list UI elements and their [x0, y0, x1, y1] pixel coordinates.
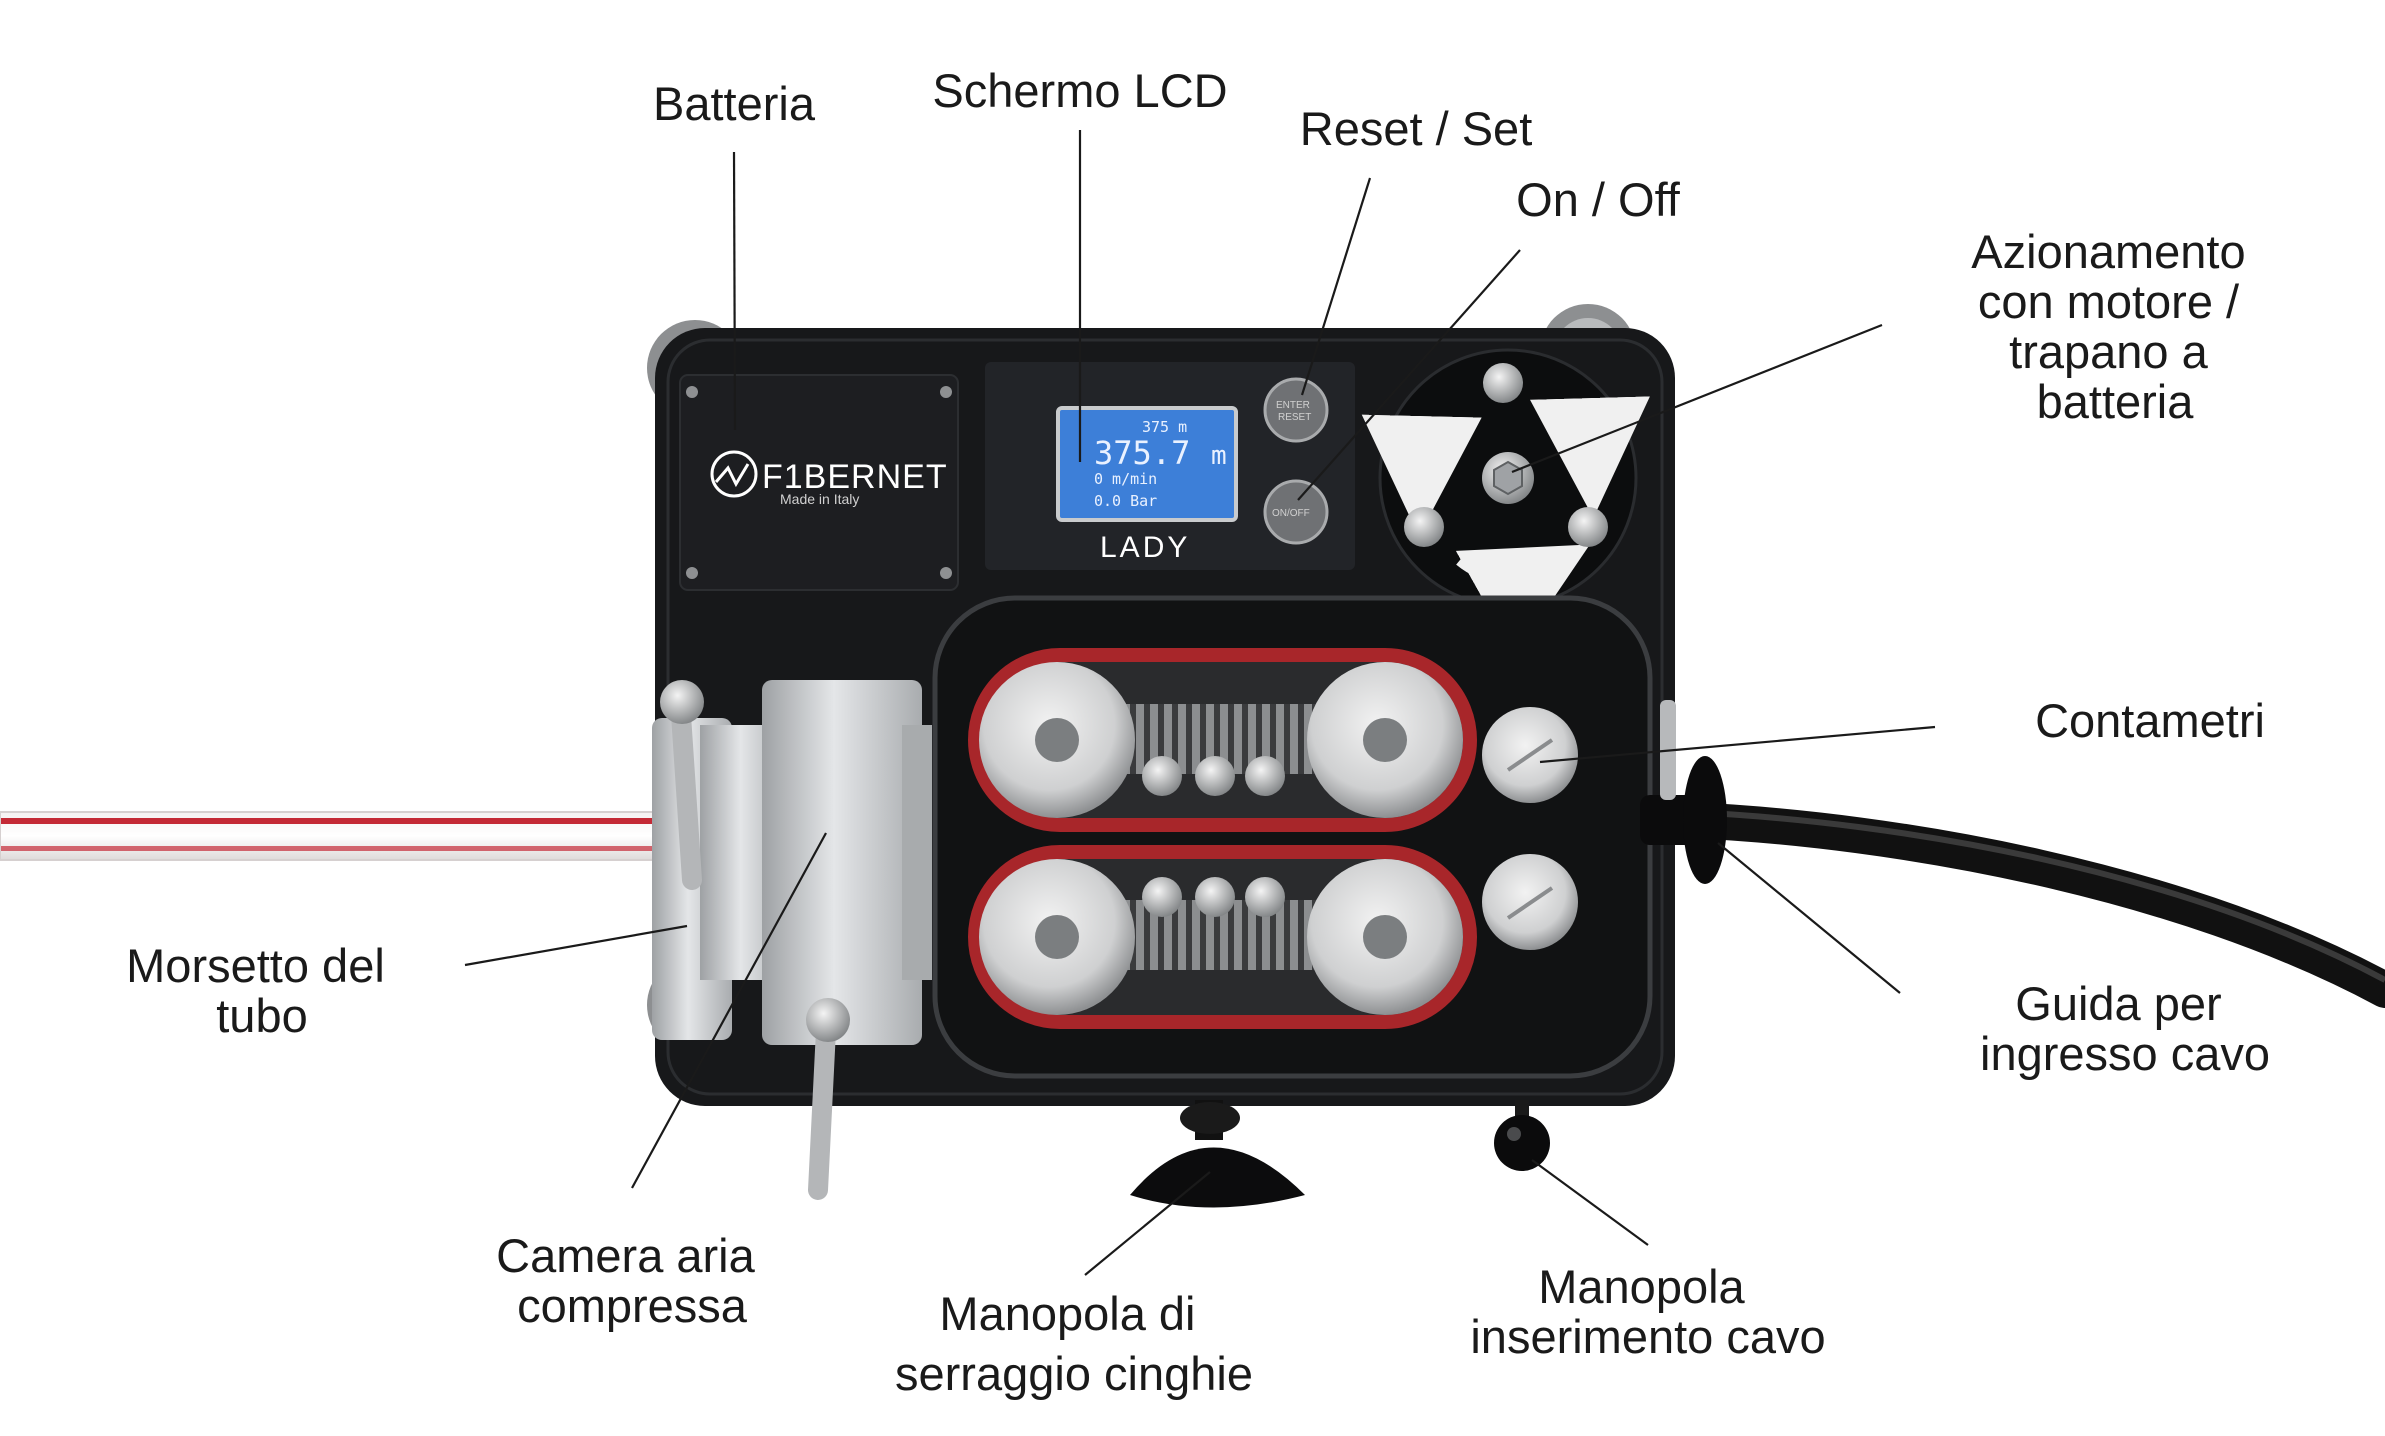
lcd-pressure: 0.0 Bar — [1094, 492, 1157, 510]
lcd-main-unit: m — [1211, 441, 1227, 471]
lcd-top-reading: 375 m — [1142, 418, 1187, 436]
reset-label: RESET — [1278, 412, 1311, 423]
drive-bolt-top — [1483, 363, 1523, 403]
compressed-air-chamber — [762, 680, 932, 1200]
motor-drive[interactable] — [1361, 348, 1650, 656]
drive-bolt-right — [1568, 507, 1608, 547]
battery-plate: F1BERNET Made in Italy — [679, 374, 959, 591]
lcd-main-reading: 375.7 — [1094, 434, 1190, 472]
label-batteria: Batteria — [653, 77, 816, 130]
label-reset-set: Reset / Set — [1300, 102, 1533, 155]
lcd-speed: 0 m/min — [1094, 470, 1157, 488]
model-name: LADY — [1100, 531, 1190, 564]
cable-insertion-knob[interactable] — [1494, 1100, 1550, 1171]
callout-labels: Batteria Schermo LCD Reset / Set On / Of… — [126, 64, 2270, 1400]
label-contametri: Contametri — [2035, 694, 2265, 747]
label-manopola-cavo: Manopola inserimento cavo — [1470, 1260, 1825, 1363]
on-off-label: ON/OFF — [1272, 508, 1310, 519]
drive-bolt-left — [1404, 507, 1444, 547]
enter-label: ENTER — [1276, 400, 1310, 411]
fibernet-logo-icon — [710, 450, 758, 498]
fiber-cable — [1672, 802, 2385, 1008]
made-in-label: Made in Italy — [780, 491, 859, 507]
lcd-screen: 375 m 375.7 m 0 m/min 0.0 Bar — [1056, 406, 1238, 522]
brand-name: F1BERNET — [762, 458, 948, 496]
belt-tension-knob[interactable] — [1130, 1100, 1305, 1208]
label-guida: Guida per ingresso cavo — [1980, 977, 2270, 1080]
leader-lines — [464, 130, 1936, 1276]
on-off-button[interactable]: ON/OFF — [1263, 479, 1329, 545]
belt-chamber — [932, 595, 1653, 1079]
control-panel: 375 m 375.7 m 0 m/min 0.0 Bar LADY ENTER… — [985, 362, 1355, 570]
label-morsetto: Morsetto del tubo — [126, 939, 398, 1042]
label-azionamento: Azionamento con motore / trapano a batte… — [1971, 225, 2258, 428]
label-schermo-lcd: Schermo LCD — [932, 64, 1227, 117]
label-camera-aria: Camera aria compressa — [496, 1229, 768, 1332]
label-manopola-cinghie: Manopola di serraggio cinghie — [895, 1287, 1253, 1400]
duct-tube — [0, 811, 681, 861]
label-on-off: On / Off — [1516, 173, 1681, 226]
enter-reset-button[interactable]: ENTER RESET — [1263, 377, 1329, 443]
cable-guide — [1640, 700, 1727, 884]
